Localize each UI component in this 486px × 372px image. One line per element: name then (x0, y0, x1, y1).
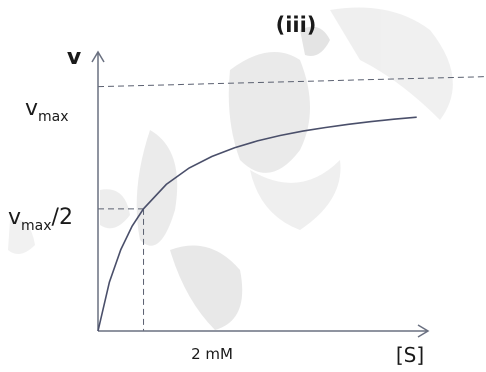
series-line (97, 116, 417, 332)
x-axis-label: [S] (396, 343, 424, 367)
half-vmax-label-main: v (8, 205, 21, 230)
vmax-label: vmax (25, 96, 69, 125)
vmax-label-main: v (25, 96, 38, 121)
y-axis-label: v (67, 45, 82, 70)
half-vmax-label-sub: max (21, 218, 52, 234)
x-axis-arrowhead (417, 324, 430, 338)
vmax-label-sub: max (38, 109, 69, 125)
panel-label: (iii) (276, 13, 317, 37)
half-vmax-label-suffix: /2 (52, 205, 73, 230)
half-vmax-label: vmax/2 (8, 205, 73, 234)
y-axis-arrowhead (91, 50, 105, 63)
vmax-reference-line (97, 76, 486, 88)
km-tick-label: 2 mM (191, 345, 233, 363)
